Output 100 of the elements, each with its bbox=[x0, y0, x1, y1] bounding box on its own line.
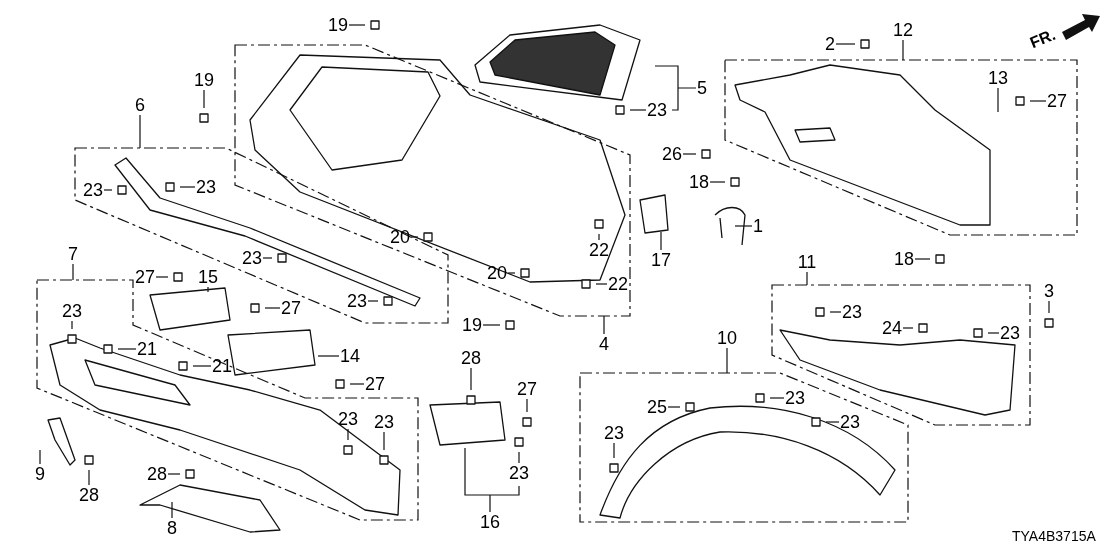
callout-number: 19 bbox=[194, 71, 214, 89]
callout-number: 19 bbox=[328, 16, 348, 34]
callout-number: 20 bbox=[487, 264, 507, 282]
leader-line bbox=[825, 421, 840, 423]
callout-number: 27 bbox=[281, 299, 301, 317]
leader-line bbox=[171, 501, 173, 519]
callout-number: 2 bbox=[825, 35, 835, 53]
callout-number: 27 bbox=[1047, 92, 1067, 110]
callout-number: 21 bbox=[212, 357, 232, 375]
callout-number: 23 bbox=[196, 178, 216, 196]
callout-number: 27 bbox=[135, 268, 155, 286]
leader-line bbox=[192, 365, 212, 367]
callout-number: 28 bbox=[79, 486, 99, 504]
callout-number: 27 bbox=[517, 380, 537, 398]
leader-line bbox=[203, 89, 205, 109]
leader-line bbox=[207, 286, 209, 293]
callout-number: 23 bbox=[509, 464, 529, 482]
leader-line bbox=[347, 428, 349, 441]
callout-number: 23 bbox=[62, 302, 82, 320]
callout-number: 23 bbox=[347, 292, 367, 310]
leader-line bbox=[595, 283, 608, 285]
leader-line bbox=[88, 469, 90, 486]
leader-line bbox=[262, 257, 273, 259]
leader-line bbox=[71, 320, 73, 330]
leader-line bbox=[829, 311, 842, 313]
leader-line bbox=[660, 231, 662, 251]
callout-number: 8 bbox=[167, 519, 177, 537]
callout-number: 21 bbox=[137, 340, 157, 358]
leader-line bbox=[117, 348, 137, 350]
leader-line bbox=[348, 24, 366, 26]
leader-line bbox=[179, 186, 196, 188]
leader-line bbox=[914, 258, 931, 260]
leader-line bbox=[902, 327, 914, 329]
callout-number: 23 bbox=[840, 413, 860, 431]
leader-line bbox=[598, 233, 600, 241]
callout-number: 27 bbox=[365, 375, 385, 393]
leader-line bbox=[464, 447, 520, 513]
callout-number: 9 bbox=[35, 465, 45, 483]
front-direction-label: FR. bbox=[1027, 25, 1059, 53]
leader-line bbox=[613, 442, 615, 459]
leader-line bbox=[1029, 100, 1047, 102]
leader-line bbox=[264, 307, 281, 309]
leader-line bbox=[167, 473, 181, 475]
callout-number: 18 bbox=[689, 173, 709, 191]
callout-number: 22 bbox=[589, 241, 609, 259]
leader-line bbox=[629, 109, 647, 111]
callout-number: 23 bbox=[242, 249, 262, 267]
callout-number: 13 bbox=[988, 69, 1008, 87]
callout-number: 28 bbox=[147, 465, 167, 483]
callout-number: 23 bbox=[647, 101, 667, 119]
leader-line bbox=[518, 451, 520, 464]
leader-line bbox=[72, 263, 74, 281]
callout-number: 14 bbox=[340, 347, 360, 365]
callout-number: 18 bbox=[894, 250, 914, 268]
leader-line bbox=[482, 324, 501, 326]
callout-number: 15 bbox=[198, 268, 218, 286]
callout-number: 23 bbox=[842, 303, 862, 321]
leader-line bbox=[806, 271, 808, 286]
callout-number: 17 bbox=[651, 251, 671, 269]
leader-line bbox=[682, 153, 697, 155]
leader-line bbox=[349, 383, 365, 385]
leader-line bbox=[367, 300, 379, 302]
leader-line bbox=[734, 225, 753, 227]
callout-number: 10 bbox=[717, 329, 737, 347]
callout-number: 25 bbox=[647, 398, 667, 416]
leader-line bbox=[155, 276, 169, 278]
leader-line bbox=[507, 272, 516, 274]
callout-number: 23 bbox=[1000, 324, 1020, 342]
leader-line bbox=[835, 43, 856, 45]
callout-number: 12 bbox=[893, 21, 913, 39]
leader-line bbox=[769, 397, 785, 399]
leader-line bbox=[39, 449, 41, 465]
leader-line bbox=[902, 39, 904, 61]
leader-line bbox=[709, 181, 726, 183]
callout-number: 28 bbox=[461, 349, 481, 367]
leader-line bbox=[526, 398, 528, 413]
callout-number: 11 bbox=[797, 253, 817, 271]
callout-number: 3 bbox=[1044, 282, 1054, 300]
callout-number: 19 bbox=[462, 316, 482, 334]
callout-number: 5 bbox=[697, 79, 707, 97]
leader-line bbox=[603, 315, 605, 335]
callout-number: 26 bbox=[662, 145, 682, 163]
callout-number: 23 bbox=[83, 181, 103, 199]
callout-number: 22 bbox=[608, 275, 628, 293]
callout-number: 16 bbox=[480, 513, 500, 531]
callout-number: 23 bbox=[338, 410, 358, 428]
callout-number: 20 bbox=[390, 228, 410, 246]
leader-line bbox=[103, 189, 113, 191]
callout-number: 23 bbox=[604, 424, 624, 442]
callout-number: 23 bbox=[785, 389, 805, 407]
leader-line bbox=[410, 236, 419, 238]
leader-line bbox=[1048, 300, 1050, 314]
callout-number: 24 bbox=[882, 319, 902, 337]
leader-line bbox=[667, 406, 681, 408]
callout-number: 1 bbox=[753, 217, 763, 235]
callout-number: 6 bbox=[135, 96, 145, 114]
leader-line bbox=[470, 367, 472, 391]
callout-number: 23 bbox=[374, 413, 394, 431]
callout-number: 7 bbox=[68, 245, 78, 263]
leader-line bbox=[987, 332, 1000, 334]
